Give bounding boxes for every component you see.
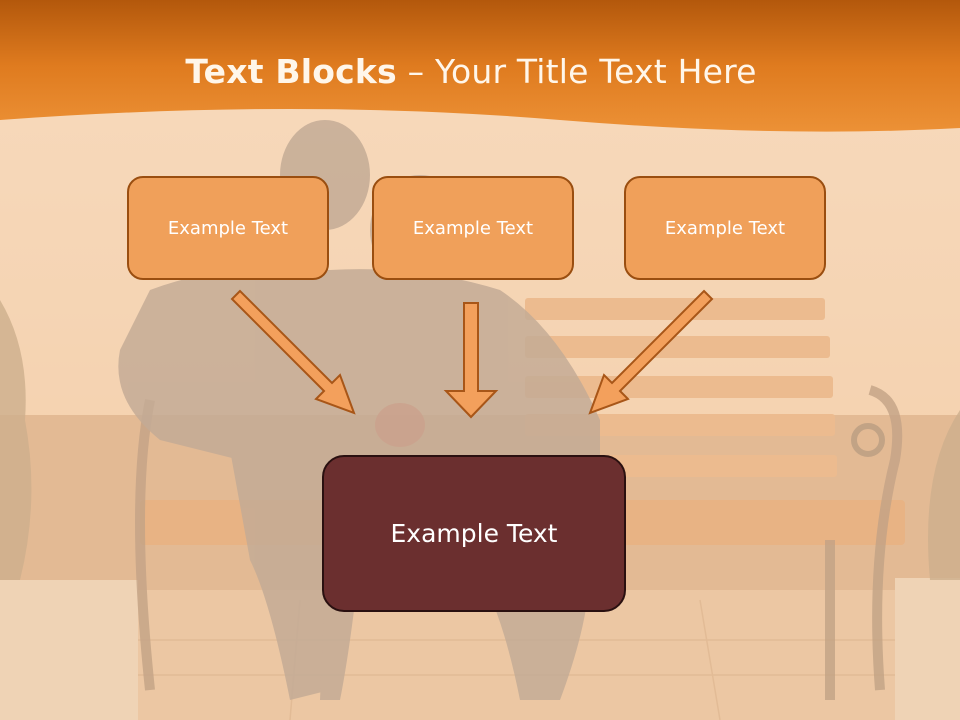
arrow-left [230, 289, 356, 415]
text-block-3[interactable]: Example Text [624, 176, 826, 280]
arrow-right [588, 289, 714, 415]
text-block-2[interactable]: Example Text [372, 176, 574, 280]
text-block-1-label: Example Text [167, 217, 289, 239]
title-bold: Text Blocks [185, 52, 397, 91]
header-band [0, 0, 960, 132]
page-title: Text Blocks – Your Title Text Here [0, 52, 942, 91]
text-block-3-label: Example Text [664, 217, 786, 239]
text-block-1[interactable]: Example Text [127, 176, 329, 280]
arrow-center [443, 302, 499, 419]
main-text-block-label: Example Text [390, 519, 558, 548]
main-text-block[interactable]: Example Text [322, 455, 626, 612]
title-rest: – Your Title Text Here [396, 52, 757, 91]
text-block-2-label: Example Text [412, 217, 534, 239]
